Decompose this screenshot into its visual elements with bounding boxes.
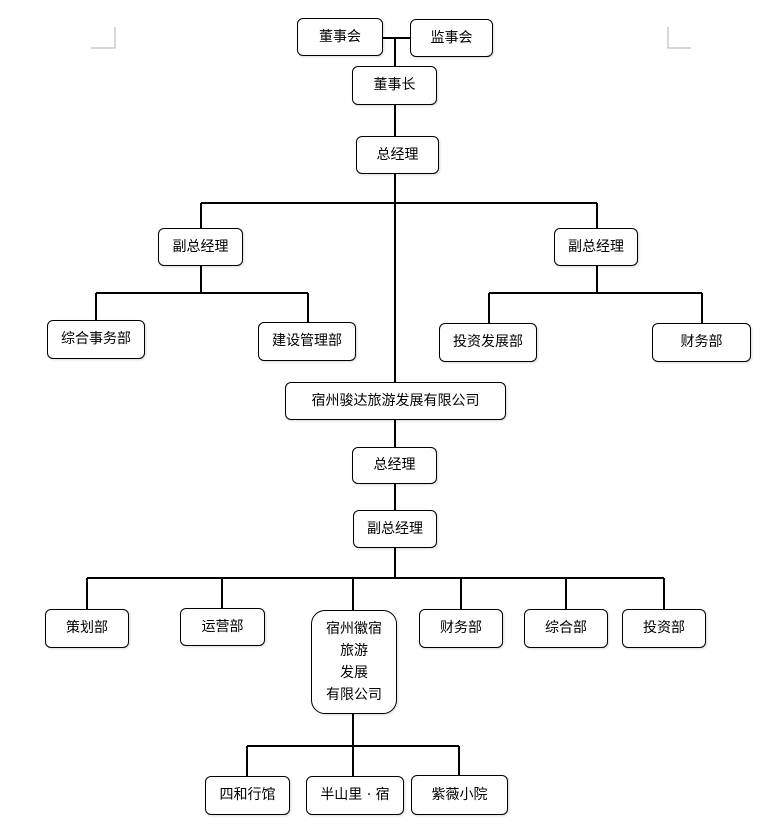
chairman-node: 董事长 (352, 66, 437, 105)
general-dept-sub-node: 综合部 (524, 609, 608, 648)
construction-management-dept-node: 建设管理部 (258, 322, 356, 361)
supervisory-board-node: 监事会 (410, 19, 493, 57)
planning-dept-node: 策划部 (45, 609, 129, 648)
ziwei-courtyard-node: 紫薇小院 (411, 775, 508, 815)
vice-general-manager-left-node: 副总经理 (158, 228, 243, 266)
huisu-company-node: 宿州徽宿 旅游 发展 有限公司 (311, 610, 397, 714)
general-affairs-dept-node: 综合事务部 (47, 320, 145, 359)
investment-development-dept-node: 投资发展部 (439, 323, 537, 362)
junda-general-manager-node: 总经理 (352, 447, 437, 484)
finance-dept-top-node: 财务部 (652, 323, 751, 362)
investment-dept-sub-node: 投资部 (622, 609, 706, 648)
board-node: 董事会 (297, 18, 383, 56)
junda-vice-general-manager-node: 副总经理 (353, 510, 437, 548)
sihe-hotel-node: 四和行馆 (205, 776, 290, 815)
operations-dept-node: 运营部 (180, 608, 265, 646)
finance-dept-sub-node: 财务部 (419, 609, 503, 648)
junda-company-node: 宿州骏达旅游发展有限公司 (285, 382, 506, 420)
huisu-company-line-4: 有限公司 (326, 687, 382, 703)
vice-general-manager-right-node: 副总经理 (554, 228, 638, 266)
huisu-company-line-1: 宿州徽宿 (326, 621, 382, 637)
huisu-company-line-2: 旅游 (340, 643, 368, 659)
general-manager-node: 总经理 (356, 136, 439, 174)
huisu-company-line-3: 发展 (340, 665, 368, 681)
banshanli-inn-node: 半山里 · 宿 (306, 776, 404, 815)
